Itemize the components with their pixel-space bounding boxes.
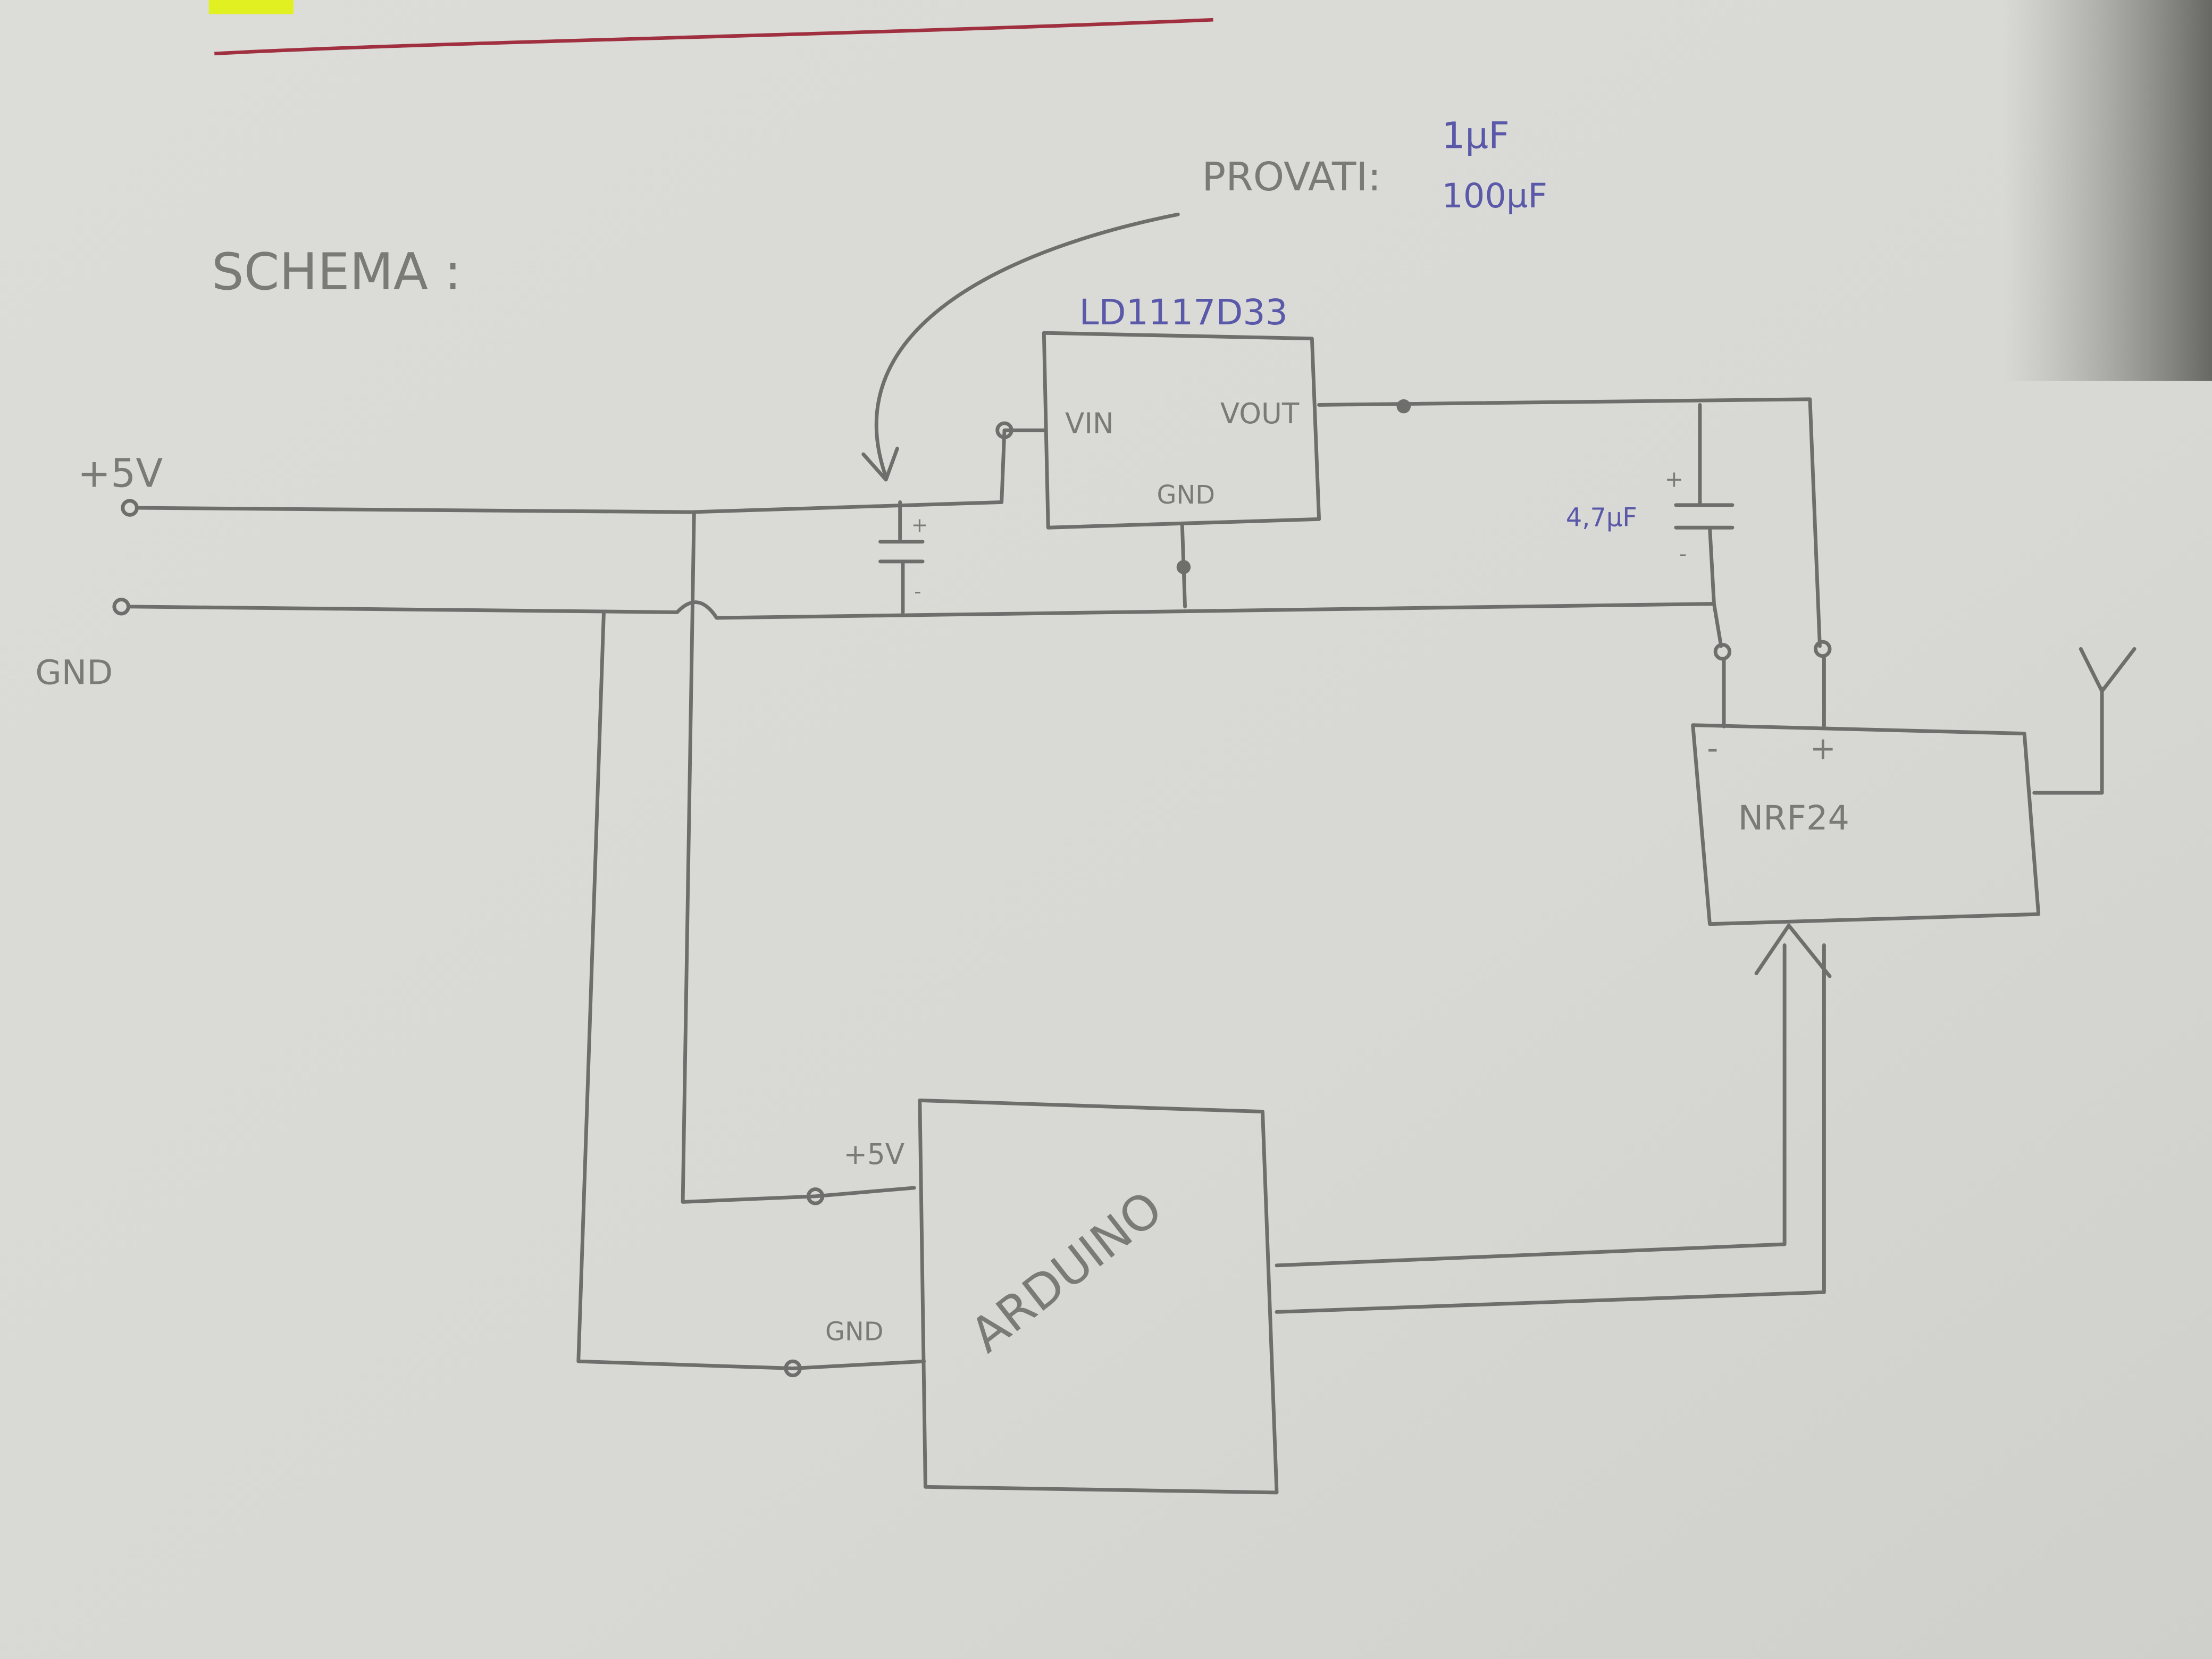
arduino-5v-label: +5V	[844, 1138, 905, 1171]
wire-gnd-arduino	[576, 610, 926, 1370]
wire-5v-arduino	[681, 510, 916, 1204]
output-capacitor	[1674, 403, 1735, 606]
title: SCHEMA :	[212, 242, 462, 301]
regulator-vout: VOUT	[1220, 397, 1300, 430]
gnd-input-label: GND	[35, 653, 113, 693]
wire-nrf-pins	[1722, 654, 1826, 728]
note-value-2: 100µF	[1442, 177, 1547, 216]
junction	[1396, 399, 1411, 414]
shadow	[2003, 0, 2212, 381]
antenna-icon	[2032, 647, 2136, 795]
bus-arrow	[1275, 923, 1832, 1314]
note-label: PROVATI:	[1202, 154, 1381, 200]
junction	[995, 421, 1013, 439]
input-cap-plus: +	[911, 514, 928, 537]
highlight-mark	[208, 0, 294, 14]
note-value-1: 1µF	[1442, 115, 1509, 157]
nrf24-box	[1691, 723, 2041, 926]
regulator-vin: VIN	[1065, 407, 1114, 440]
nrf-minus: -	[1707, 730, 1718, 766]
arduino-gnd-pin	[784, 1359, 802, 1378]
regulator-box	[1042, 331, 1321, 530]
input-cap-minus: -	[914, 580, 921, 603]
input-capacitor	[878, 500, 925, 614]
nrf24-label: NRF24	[1738, 799, 1849, 838]
note-arrow	[861, 212, 1180, 482]
output-cap-minus: -	[1679, 541, 1687, 567]
regulator-gnd: GND	[1157, 481, 1216, 510]
red-underline	[214, 18, 1213, 56]
arduino-box	[918, 1098, 1279, 1495]
arduino-gnd-label: GND	[825, 1317, 884, 1346]
output-cap-plus: +	[1665, 466, 1684, 492]
nrf-plus: +	[1810, 730, 1836, 766]
output-cap-value: 4,7µF	[1566, 504, 1637, 533]
arduino-5v-pin	[806, 1187, 825, 1205]
regulator-part: LD1117D33	[1079, 291, 1288, 333]
wire-gnd-rail	[126, 600, 1723, 648]
wire-5v-rail	[135, 428, 1046, 514]
wire-vout	[1317, 397, 1822, 648]
junction	[1176, 560, 1191, 574]
plus-5v-label: +5V	[78, 450, 163, 496]
